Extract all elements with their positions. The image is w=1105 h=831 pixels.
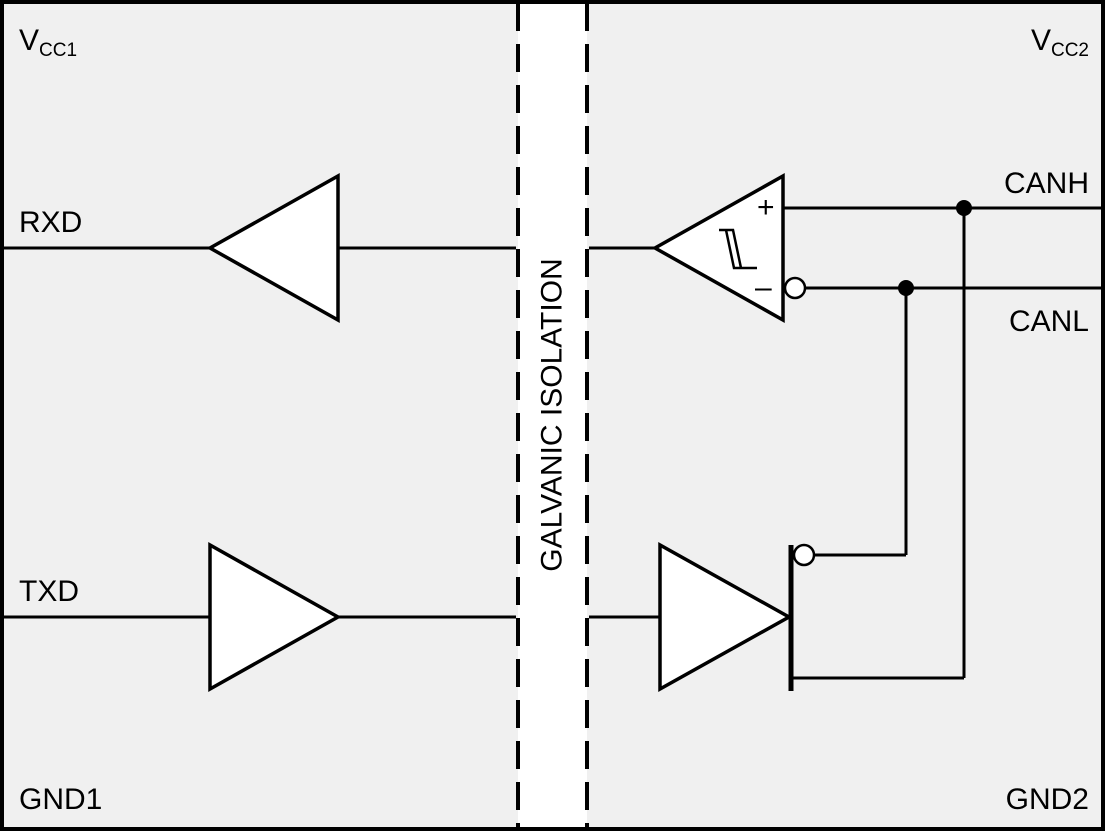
txd-label: TXD xyxy=(19,575,79,608)
galvanic-isolation-label: GALVANIC ISOLATION xyxy=(536,258,569,571)
txd-buffer-triangle xyxy=(208,542,342,692)
receiver-comparator-triangle xyxy=(651,173,785,323)
canh-label: CANH xyxy=(1004,167,1089,200)
receiver-minus-sign: – xyxy=(755,271,772,304)
receiver-plus-sign: + xyxy=(757,191,775,224)
driver-triangle xyxy=(658,542,793,692)
vcc1-label: VCC1 xyxy=(19,24,77,61)
left-domain-panel xyxy=(3,3,518,828)
right-domain-panel xyxy=(587,3,1102,828)
vcc2-label: VCC2 xyxy=(1031,24,1089,61)
canl-label: CANL xyxy=(1009,305,1089,338)
gnd2-label: GND2 xyxy=(1006,783,1089,816)
receiver-inverting-bubble xyxy=(783,276,807,300)
rxd-label: RXD xyxy=(19,206,82,239)
isolation-barrier-band xyxy=(518,3,587,828)
hysteresis-icon xyxy=(719,228,757,270)
driver-inverting-bubble xyxy=(792,543,816,567)
gnd1-label: GND1 xyxy=(19,783,102,816)
